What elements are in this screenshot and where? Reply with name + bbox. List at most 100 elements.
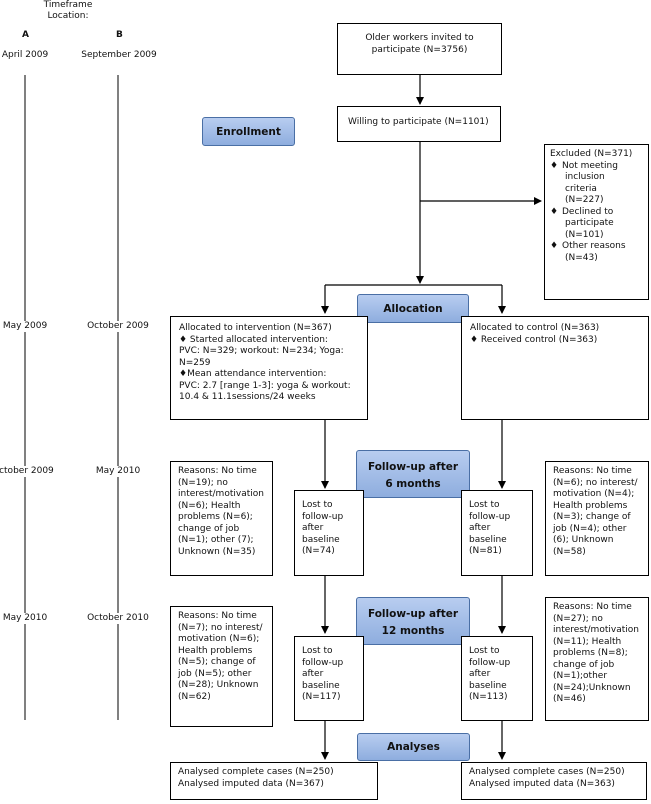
analyses-stage-label: Analyses [357,733,470,761]
reasons-int-12-line-5: (N=5); change of [178,657,256,667]
lost-control-12m-box: Lost to follow-up after baseline (N=113) [461,636,533,721]
willing-box: Willing to participate (N=1101) [337,106,501,142]
reasons-ctl-12-line-9: (N=46) [553,694,586,704]
reasons-ctl-12-line-7: (N=1);other [553,671,608,681]
invited-line-1: Older workers invited to [365,33,474,43]
reasons-int-6-line-6: change of job [178,523,240,534]
timeframe-a-row-4: May 2010 [0,613,60,624]
analysed-int-line-2: Analysed imputed data (N=367) [178,778,324,789]
reasons-int-12-line-1: Reasons: No time [178,611,257,621]
analysed-control-box: Analysed complete cases (N=250) Analysed… [461,762,647,800]
excluded-item-2: ♦Declined to [550,206,614,217]
lost-int-6-line-2: follow-up [302,511,344,522]
lost-ctl-12-line-2: follow-up [469,657,511,668]
timeframe-b-row-2: October 2009 [80,321,156,332]
reasons-ctl-12-line-2: (N=27); no [553,613,603,624]
reasons-ctl-6-line-3: motivation (N=4); [553,489,635,499]
excluded-title: Excluded (N=371) [550,149,633,159]
enrollment-stage-label: Enrollment [202,117,295,146]
analysed-ctl-line-1: Analysed complete cases (N=250) [469,767,625,777]
lost-int-12-line-4: baseline [302,680,340,691]
excluded-item-1-line-3: criteria [565,183,597,194]
excluded-item-1-line-2: inclusion [565,172,605,182]
lost-int-6-line-3: after [302,523,324,533]
excluded-item-2-line-3: (N=101) [565,229,604,240]
excluded-item-1-line-4: (N=227) [565,195,604,205]
reasons-ctl-6-line-2: (N=6); no interest/ [553,477,638,488]
lost-ctl-12-line-4: baseline [469,680,507,691]
analysed-int-line-1: Analysed complete cases (N=250) [178,767,334,777]
intervention-line-3: PVC: N=329; workout: N=234; Yoga: [179,346,344,356]
lost-ctl-6-line-2: follow-up [469,511,511,522]
intervention-line-5: ♦Mean attendance intervention: [179,369,327,379]
followup-12-line-2: 12 months [381,625,445,637]
reasons-control-6m-box: Reasons: No time (N=6); no interest/ mot… [545,461,649,576]
reasons-int-6-line-4: (N=6); Health [178,500,241,511]
lost-intervention-12m-box: Lost to follow-up after baseline (N=117) [294,636,364,721]
timeframe-heading: Timeframe Location: [38,0,98,22]
followup-12-stage-label: Follow-up after 12 months [356,597,470,645]
reasons-ctl-12-line-6: change of job [553,659,615,670]
allocation-text: Allocation [383,303,443,315]
intervention-line-4: N=259 [179,357,211,368]
reasons-int-6-line-1: Reasons: No time [178,466,257,476]
invited-line-2: participate (N=3756) [371,44,468,55]
reasons-ctl-12-line-8: (N=24);Unknown [553,682,631,693]
allocation-stage-label: Allocation [357,294,469,323]
timeframe-a-row-3: October 2009 [0,466,62,477]
lost-intervention-6m-box: Lost to follow-up after baseline (N=74) [294,490,364,576]
enrollment-text: Enrollment [216,126,281,138]
reasons-ctl-12-line-4: (N=11); Health [553,636,622,647]
timeframe-b-row-4: October 2010 [80,613,156,624]
reasons-int-12-line-7: (N=28); Unknown [178,680,259,690]
reasons-ctl-12-line-3: interest/motivation [553,625,639,635]
reasons-ctl-6-line-1: Reasons: No time [553,466,632,476]
analyses-text: Analyses [387,741,440,753]
excluded-item-2-line-2: participate [565,218,614,228]
intervention-line-7: 10.4 & 11.1sessions/24 weeks [179,392,316,402]
lost-int-12-line-2: follow-up [302,657,344,668]
lost-int-12-line-3: after [302,669,324,679]
reasons-control-12m-box: Reasons: No time (N=27); no interest/mot… [545,597,649,721]
lost-ctl-12-line-5: (N=113) [469,692,508,702]
intervention-line-2: ♦ Started allocated intervention: [179,334,328,345]
reasons-ctl-12-line-1: Reasons: No time [553,602,632,612]
followup-6-line-2: 6 months [385,478,441,490]
excluded-box: Excluded (N=371) ♦Not meeting inclusion … [544,144,649,300]
timeframe-b-row-1: September 2009 [80,50,158,61]
reasons-int-12-line-8: (N=62) [178,691,211,702]
followup-6-line-1: Follow-up after [367,461,459,473]
reasons-int-6-line-3: interest/motivation [178,489,264,499]
control-box: Allocated to control (N=363) ♦ Received … [461,316,649,420]
lost-ctl-6-line-3: after [469,523,491,533]
reasons-int-6-line-5: problems (N=6); [178,512,253,522]
excluded-item-1: ♦Not meeting [550,160,618,171]
followup-12-line-1: Follow-up after [367,608,459,620]
lost-int-6-line-1: Lost to [302,500,333,510]
reasons-ctl-6-line-5: (N=3); change of [553,512,631,522]
lost-ctl-6-line-1: Lost to [469,500,500,510]
lost-ctl-12-line-1: Lost to [469,646,500,656]
timeframe-a-row-2: May 2009 [0,321,60,332]
followup-6-stage-label: Follow-up after 6 months [356,450,470,498]
excluded-item-3-line-2: (N=43) [565,252,598,263]
lost-int-6-line-5: (N=74) [302,546,335,556]
intervention-box: Allocated to intervention (N=367) ♦ Star… [170,316,368,420]
reasons-int-12-line-4: Health problems [178,645,253,656]
lost-ctl-6-line-4: baseline [469,534,507,545]
reasons-int-12-line-2: (N=7); no interest/ [178,622,263,633]
reasons-ctl-12-line-5: problems (N=8); [553,648,628,658]
reasons-ctl-6-line-6: job (N=4); other [553,523,627,534]
reasons-intervention-12m-box: Reasons: No time (N=7); no interest/ mot… [170,606,273,727]
reasons-int-6-line-7: (N=1); other (7); [178,535,254,545]
timeframe-b-row-3: May 2010 [90,466,146,477]
invited-box: Older workers invited to participate (N=… [337,23,502,75]
lost-int-6-line-4: baseline [302,534,340,545]
lost-int-12-line-5: (N=117) [302,692,341,702]
reasons-intervention-6m-box: Reasons: No time (N=19); no interest/mot… [170,461,273,576]
reasons-int-6-line-8: Unknown (N=35) [178,546,256,557]
reasons-int-12-line-6: job (N=5); other [178,668,252,679]
control-line-2: ♦ Received control (N=363) [470,334,598,345]
